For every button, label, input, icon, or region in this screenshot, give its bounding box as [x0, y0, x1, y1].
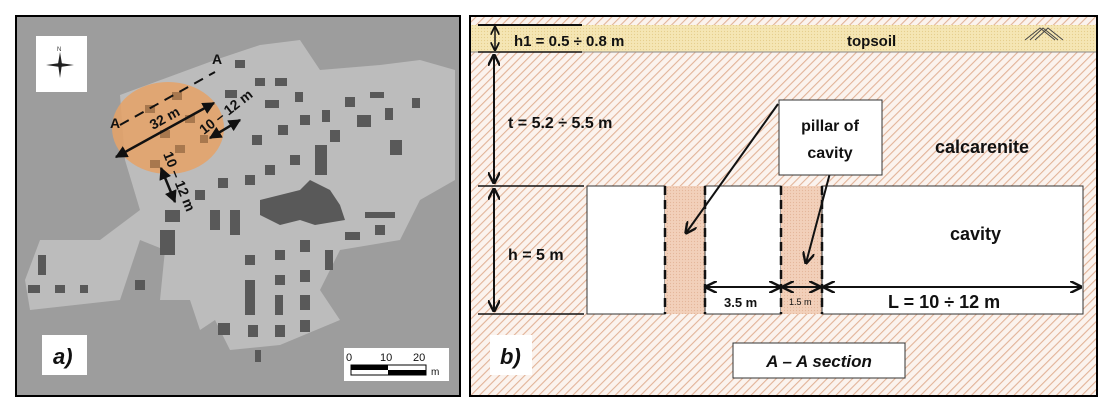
label-a-box — [42, 335, 87, 375]
cavity-1 — [586, 185, 666, 315]
svg-text:m: m — [431, 367, 439, 378]
t-label: t = 5.2 ÷ 5.5 m — [508, 115, 612, 132]
L-label: L = 10 ÷ 12 m — [888, 292, 1000, 312]
callout-line-2: cavity — [807, 145, 852, 162]
h1-label: h1 = 0.5 ÷ 0.8 m — [514, 33, 624, 50]
section-end-label: A — [212, 51, 222, 67]
svg-text:0: 0 — [346, 352, 352, 364]
calcarenite-label: calcarenite — [935, 137, 1029, 157]
pillars — [28, 60, 420, 362]
panel-a-label: a) — [53, 344, 73, 369]
section-title: A – A section — [765, 352, 872, 371]
panel-b-label: b) — [500, 344, 521, 369]
svg-text:20: 20 — [413, 352, 425, 364]
svg-text:10: 10 — [380, 352, 392, 364]
h-label: h = 5 m — [508, 247, 564, 264]
topsoil-label: topsoil — [847, 33, 896, 50]
pillar-1 — [665, 186, 705, 314]
pillar-width-label: 1.5 m — [789, 297, 812, 307]
cavity-label: cavity — [950, 224, 1001, 244]
pillar-callout-box — [778, 99, 883, 176]
topsoil-symbol-icon — [1024, 27, 1064, 41]
panel-b-section: h1 = 0.5 ÷ 0.8 m topsoil t = 5.2 ÷ 5.5 m… — [469, 15, 1098, 397]
cavity-width-label: 3.5 m — [724, 295, 757, 310]
north-letter: N — [57, 47, 61, 53]
panel-a-map: A A 32 m 10 – 12 m 10 – 12 m N a) 0 10 2… — [15, 15, 461, 397]
north-arrow-icon: N — [36, 36, 87, 92]
section-start-label: A — [110, 115, 120, 131]
section-title-box — [732, 342, 906, 379]
pillar-2 — [781, 186, 822, 314]
callout-line-1: pillar of — [801, 118, 859, 135]
spacing-arrow-1 — [208, 118, 242, 140]
length-dimension-arrow — [114, 101, 216, 159]
spacing-arrow-2 — [159, 166, 177, 204]
scale-bar: 0 10 20 m — [344, 348, 449, 381]
topsoil-layer — [471, 25, 1096, 52]
